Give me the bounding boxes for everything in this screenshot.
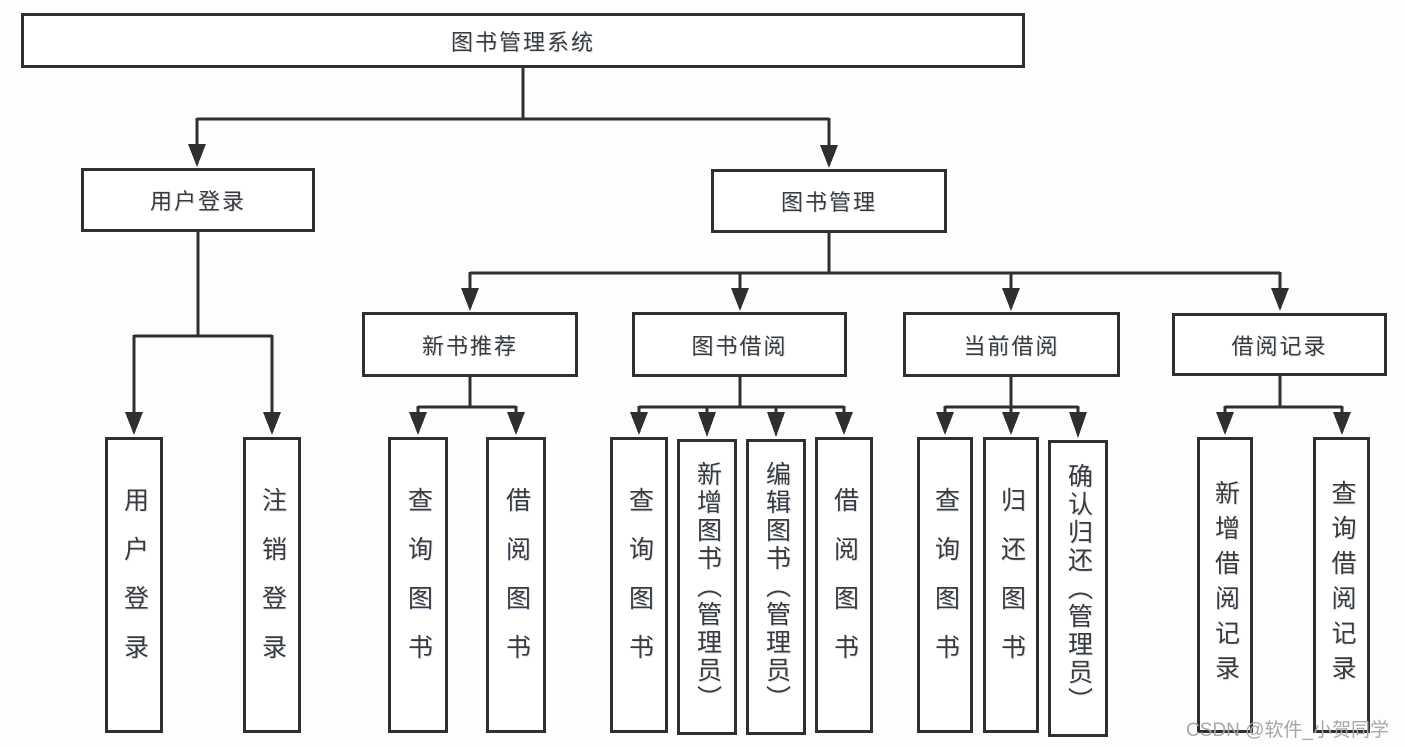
node-label: 归还图书 [997, 487, 1026, 683]
leaf-return-books: 归还图书 [983, 437, 1039, 733]
leaf-edit-book-admin: 编辑图书（管理员） [746, 439, 806, 735]
node-label: 当前借阅 [963, 333, 1060, 359]
node-label: 新书推荐 [421, 333, 518, 359]
node-label: 借阅图书 [502, 487, 531, 683]
leaf-query-borrow-record: 查询借阅记录 [1313, 437, 1370, 733]
leaf-query-books-current: 查询图书 [917, 437, 973, 733]
node-label: 借阅图书 [830, 487, 859, 683]
leaf-borrow-books-recommend: 借阅图书 [486, 437, 546, 733]
node-user-login: 用户登录 [81, 168, 315, 232]
node-label: 查询图书 [931, 487, 960, 683]
node-root-library-system: 图书管理系统 [21, 13, 1025, 68]
leaf-add-borrow-record: 新增借阅记录 [1197, 437, 1253, 733]
node-label: 查询图书 [404, 487, 433, 683]
node-label: 查询借阅记录 [1328, 480, 1356, 690]
node-borrow-records: 借阅记录 [1172, 313, 1387, 376]
node-book-management: 图书管理 [711, 169, 947, 233]
leaf-user-login: 用户登录 [105, 437, 163, 733]
node-label: 新增图书（管理员） [693, 461, 722, 713]
csdn-watermark: CSDN @软件_小贺同学 [1186, 720, 1389, 741]
node-new-book-recommend: 新书推荐 [362, 312, 578, 377]
node-label: 图书借阅 [691, 333, 788, 359]
node-label: 注销登录 [258, 487, 287, 683]
node-label: 图书管理 [780, 190, 877, 215]
node-label: 借阅记录 [1231, 333, 1328, 359]
node-label: 查询图书 [625, 487, 654, 683]
node-label: 图书管理系统 [450, 29, 595, 55]
leaf-query-books-recommend: 查询图书 [388, 437, 448, 733]
node-label: 用户登录 [149, 189, 246, 214]
node-label: 确认归还（管理员） [1064, 462, 1093, 715]
leaf-query-books-borrowing: 查询图书 [610, 437, 668, 733]
arrowhead-icons [125, 144, 1351, 438]
leaf-add-book-admin: 新增图书（管理员） [677, 439, 737, 735]
node-label: 新增借阅记录 [1211, 480, 1240, 690]
node-book-borrowing: 图书借阅 [632, 312, 847, 377]
leaf-confirm-return-admin: 确认归还（管理员） [1048, 440, 1108, 737]
node-label: 编辑图书（管理员） [762, 461, 791, 713]
leaf-logout: 注销登录 [243, 437, 301, 733]
node-current-borrowing: 当前借阅 [903, 312, 1120, 377]
leaf-borrow-books: 借阅图书 [815, 437, 873, 733]
node-label: 用户登录 [120, 487, 149, 683]
